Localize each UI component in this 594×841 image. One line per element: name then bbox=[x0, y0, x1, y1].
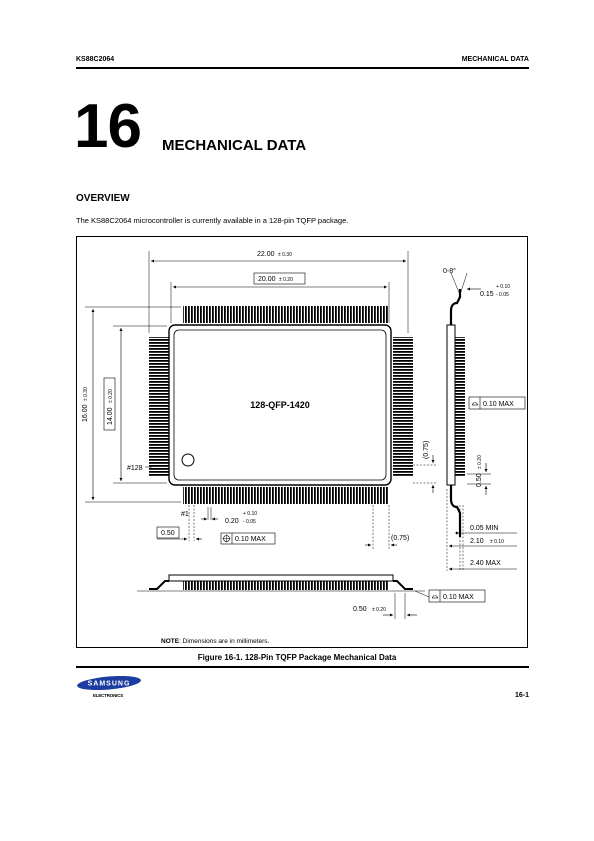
bottom-flatness-box: 0.10 MAX bbox=[414, 589, 486, 603]
svg-text:0.50: 0.50 bbox=[476, 473, 483, 487]
flatness-box: 0.10 MAX bbox=[468, 396, 526, 410]
svg-text:0.50: 0.50 bbox=[161, 530, 175, 537]
svg-text:(0.75): (0.75) bbox=[423, 441, 430, 459]
pin1-marker bbox=[181, 453, 195, 467]
angle-label: 0-8° bbox=[443, 267, 456, 275]
header-rule bbox=[76, 67, 529, 69]
dim-overall-width: 22.00 ± 0.30 bbox=[148, 251, 409, 333]
package-side-view: 0-8° 0.15 + 0.10 - 0.05 bbox=[443, 267, 510, 537]
samsung-logo: SAMSUNG bbox=[77, 676, 141, 690]
svg-text:2.10: 2.10 bbox=[470, 538, 484, 545]
section-body: The KS88C2064 microcontroller is current… bbox=[76, 216, 349, 225]
section-heading: OVERVIEW bbox=[76, 193, 130, 204]
svg-text:22.00: 22.00 bbox=[257, 251, 275, 258]
pin-1-label: #1 bbox=[181, 511, 189, 518]
svg-text:0.15: 0.15 bbox=[480, 291, 494, 298]
svg-text:± 0.10: ± 0.10 bbox=[490, 539, 504, 545]
left-pin-row bbox=[149, 337, 169, 477]
dim-foot-length: 0.50 ± 0.20 bbox=[467, 455, 491, 495]
mechanical-drawing: 128-QFP-1420 22.00 ± 0.30 20.00 ± 0.20 1… bbox=[82, 251, 526, 645]
footer-rule bbox=[76, 666, 529, 668]
svg-text:- 0.05: - 0.05 bbox=[496, 292, 509, 298]
chapter-title: MECHANICAL DATA bbox=[162, 137, 307, 154]
top-pin-row bbox=[183, 306, 389, 323]
svg-text:(0.75): (0.75) bbox=[391, 535, 409, 542]
svg-text:0.10 MAX: 0.10 MAX bbox=[483, 401, 514, 408]
svg-text:± 0.30: ± 0.30 bbox=[83, 387, 89, 401]
pin-128-label: #128 bbox=[127, 465, 143, 472]
page-number: 16-1 bbox=[514, 692, 529, 699]
svg-text:14.00: 14.00 bbox=[107, 407, 114, 425]
dim-side-heights: 0.05 MIN 2.10 ± 0.10 2.40 MAX bbox=[446, 489, 517, 571]
svg-text:- 0.05: - 0.05 bbox=[243, 519, 256, 525]
dim-corner-offset-bottom: (0.75) bbox=[365, 505, 409, 549]
svg-text:16.00: 16.00 bbox=[82, 404, 89, 422]
dim-bottom-foot: 0.50 ± 0.20 bbox=[353, 593, 417, 619]
svg-text:± 0.20: ± 0.20 bbox=[108, 389, 114, 403]
package-profile-view bbox=[137, 574, 425, 592]
figure-caption: Figure 16-1. 128-Pin TQFP Package Mechan… bbox=[197, 653, 397, 662]
svg-text:± 0.20: ± 0.20 bbox=[477, 455, 483, 469]
mechanical-drawing-frame: 128-QFP-1420 22.00 ± 0.30 20.00 ± 0.20 1… bbox=[76, 236, 528, 648]
package-top-view: 128-QFP-1420 bbox=[149, 306, 413, 504]
dim-body-height: 14.00 ± 0.20 bbox=[103, 325, 167, 484]
svg-text:± 0.20: ± 0.20 bbox=[372, 607, 386, 613]
svg-text:0.10 MAX: 0.10 MAX bbox=[235, 536, 266, 543]
chapter-number: 16 bbox=[74, 92, 142, 161]
dim-pitch: 0.50 bbox=[156, 505, 202, 541]
svg-text:+ 0.10: + 0.10 bbox=[243, 511, 257, 517]
bottom-pin-row bbox=[183, 487, 389, 504]
dim-corner-offset-side: (0.75) bbox=[413, 441, 437, 493]
header-doc-id: KS88C2064 bbox=[76, 56, 115, 63]
svg-text:0.05 MIN: 0.05 MIN bbox=[470, 525, 498, 532]
logo-subtitle: ELECTRONICS bbox=[93, 693, 124, 698]
dim-lead-width: 0.20 + 0.10 - 0.05 bbox=[201, 507, 257, 525]
svg-text:0.50: 0.50 bbox=[353, 606, 367, 613]
position-tolerance-box: 0.10 MAX bbox=[220, 532, 276, 545]
svg-text:20.00: 20.00 bbox=[258, 276, 276, 283]
header-section-title: MECHANICAL DATA bbox=[461, 56, 529, 63]
right-pin-row bbox=[393, 337, 413, 477]
dim-body-width: 20.00 ± 0.20 bbox=[170, 272, 390, 323]
figure-note: NOTE: Dimensions are in millimeters. bbox=[161, 638, 270, 645]
svg-text:+ 0.10: + 0.10 bbox=[496, 284, 510, 290]
svg-text:0.10 MAX: 0.10 MAX bbox=[443, 594, 474, 601]
svg-text:SAMSUNG: SAMSUNG bbox=[88, 681, 131, 688]
svg-text:2.40 MAX: 2.40 MAX bbox=[470, 560, 501, 567]
package-body bbox=[168, 324, 392, 486]
svg-text:± 0.30: ± 0.30 bbox=[278, 252, 292, 258]
package-label: 128-QFP-1420 bbox=[250, 400, 310, 410]
svg-text:± 0.20: ± 0.20 bbox=[279, 277, 293, 283]
svg-text:0.20: 0.20 bbox=[225, 518, 239, 525]
dim-overall-height: 16.00 ± 0.30 bbox=[82, 306, 181, 503]
